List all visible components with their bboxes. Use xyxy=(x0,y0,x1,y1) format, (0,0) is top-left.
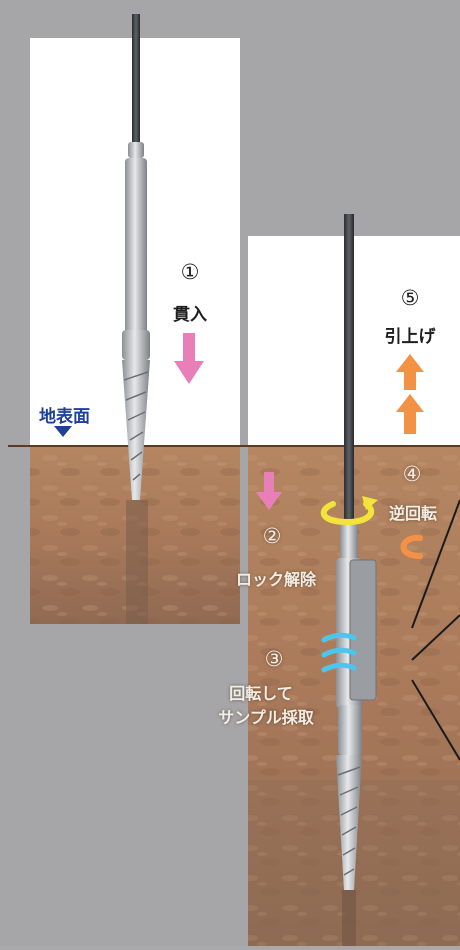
step5-up-arrow-bottom xyxy=(396,394,424,434)
step4-label: 逆回転 xyxy=(388,504,438,523)
step4-number: ④ xyxy=(402,462,422,486)
ground-marker-triangle xyxy=(54,426,72,437)
sampling-rotation-marks xyxy=(321,632,357,673)
step1-down-arrow xyxy=(174,333,204,384)
left-sampler xyxy=(122,14,150,500)
step1-number: ① xyxy=(180,260,200,284)
step3-label-line2: サンプル採取 xyxy=(218,708,314,727)
left-borehole xyxy=(126,500,148,624)
step5-number: ⑤ xyxy=(400,286,420,310)
step1-label: 貫入 xyxy=(173,305,207,325)
step2-label: ロック解除 xyxy=(235,570,317,589)
reverse-rotation-icon xyxy=(400,534,423,559)
step3-number: ③ xyxy=(264,647,284,671)
step3-label-line1: 回転して xyxy=(229,684,293,703)
ground-surface-label: 地表面 xyxy=(39,407,90,427)
leader-lines xyxy=(411,499,460,761)
counter-rotation-arrow xyxy=(320,496,378,526)
step2-down-arrow xyxy=(256,472,282,510)
step5-up-arrow-top xyxy=(396,354,424,390)
step5-label: 引上げ xyxy=(384,327,436,347)
step2-number: ② xyxy=(262,524,282,548)
right-sampler xyxy=(336,214,377,946)
